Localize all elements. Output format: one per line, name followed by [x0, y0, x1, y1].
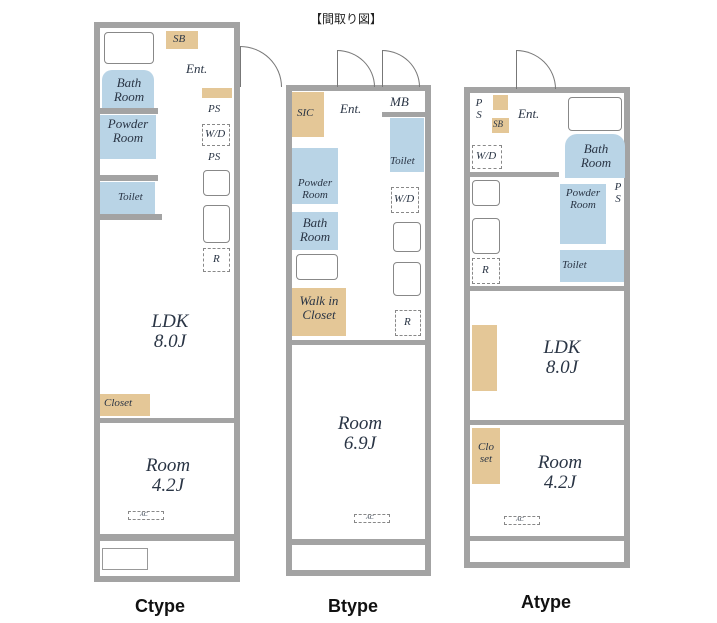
a-type-label: Atype [521, 592, 572, 612]
a-washer-space: W/D [472, 145, 502, 169]
entrance-door [337, 50, 375, 87]
diagram-title: 【間取り図】 [310, 12, 383, 26]
wall [464, 286, 630, 291]
sink-icon [393, 262, 421, 296]
c-ps2-label: PS [208, 151, 221, 163]
a-toilet: Toilet [560, 250, 624, 282]
a-ac: AC [504, 516, 540, 525]
c-bath-room: Bath Room [102, 70, 154, 108]
c-toilet: Toilet [100, 182, 155, 214]
c-entrance-label: Ent. [186, 61, 208, 76]
a-storage [493, 95, 508, 110]
c-ps-label: PS [208, 103, 221, 115]
wall [286, 340, 431, 345]
c-closet: Closet [100, 394, 150, 416]
a-ps2-label: P S [614, 181, 622, 205]
bathtub-icon [104, 32, 154, 64]
wall [100, 175, 158, 181]
c-ldk-size: 8.0J [153, 330, 187, 352]
a-ldk-name: LDK [543, 337, 581, 358]
c-fridge-space: R [203, 248, 230, 272]
a-room-size: 4.2J [543, 471, 577, 493]
mb-door [382, 50, 420, 87]
wall [100, 108, 158, 114]
c-shoe-box: SB [166, 31, 198, 49]
b-ac: AC [354, 514, 390, 523]
c-ac: AC [128, 511, 164, 520]
c-storage [202, 88, 232, 98]
stove-icon [393, 222, 421, 252]
wall [94, 214, 162, 220]
a-fridge-space: R [472, 258, 500, 284]
a-storage-block [472, 325, 497, 391]
c-ldk-name: LDK [151, 311, 189, 332]
plan-b-balcony [286, 542, 431, 576]
a-ps-label: P S [475, 97, 483, 121]
c-powder-room: Powder Room [100, 115, 156, 159]
c-outdoor-unit [102, 548, 148, 570]
b-powder-room: Powder Room [292, 148, 338, 204]
a-closet: Clo set [472, 428, 500, 484]
c-room-name: Room [145, 455, 191, 476]
c-washer-space: W/D [202, 124, 230, 146]
bathtub-icon [568, 97, 622, 131]
b-entrance-label: Ent. [340, 101, 362, 116]
a-shoe-box: SB [492, 118, 509, 133]
wall [464, 420, 630, 425]
wall [94, 418, 240, 423]
b-walk-in-closet: Walk in Closet [292, 288, 346, 336]
wall [464, 172, 559, 177]
a-bath-room: Bath Room [565, 134, 625, 178]
a-entrance-label: Ent. [518, 106, 540, 121]
c-room-size: 4.2J [151, 474, 185, 496]
a-powder-room: Powder Room [560, 184, 606, 244]
b-mb-label: MB [390, 94, 409, 109]
b-toilet: Toilet [390, 118, 424, 172]
b-fridge-space: R [395, 310, 421, 336]
b-bath-room: Bath Room [292, 212, 338, 250]
a-room-name: Room [537, 452, 583, 473]
a-ldk-size: 8.0J [545, 356, 579, 378]
b-washer-space: W/D [391, 187, 419, 213]
entrance-door [516, 50, 556, 89]
plan-c-balcony [94, 538, 240, 582]
entrance-door [240, 46, 282, 87]
plan-a-balcony [464, 538, 630, 568]
sink-icon [472, 218, 500, 254]
b-room-name: Room [337, 413, 383, 434]
stove-icon [203, 170, 230, 196]
stove-icon [472, 180, 500, 206]
sink-icon [203, 205, 230, 243]
b-room-size: 6.9J [343, 432, 377, 454]
bathtub-icon [296, 254, 338, 280]
c-type-label: Ctype [135, 596, 186, 616]
b-type-label: Btype [328, 596, 379, 616]
b-sic: SIC [292, 92, 324, 137]
wall [382, 112, 430, 117]
